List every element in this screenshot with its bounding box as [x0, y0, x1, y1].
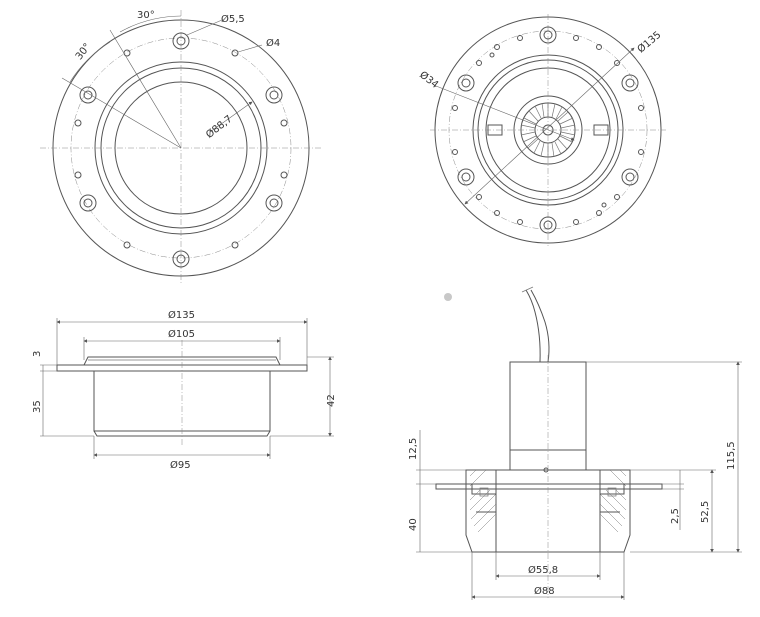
rim-dia-label: Ø105: [168, 328, 195, 340]
marker-dot: [444, 293, 452, 301]
side-view: Ø135 Ø105 Ø95 3 35 42: [32, 309, 337, 471]
total-height-label: 42: [326, 394, 337, 407]
dim-12-5-label: 12,5: [408, 438, 419, 460]
top-left-view: 30° 30° Ø5,5 Ø4 Ø88,7: [40, 10, 322, 285]
body-height-label: 35: [32, 400, 43, 413]
outer-dia-label: Ø88: [534, 585, 555, 597]
body-dia-label: Ø95: [170, 459, 191, 471]
small-holes: [74, 49, 288, 249]
inner-dia-label: Ø88,7: [204, 113, 235, 141]
shaft-dia-label: Ø34: [417, 69, 441, 91]
angle-top-label: 30°: [137, 10, 155, 21]
bore-dia-label: Ø55,8: [528, 564, 558, 576]
hole-small-dia-label: Ø4: [266, 37, 280, 49]
top-right-view: Ø135 Ø34: [417, 14, 666, 246]
mounting-holes: [79, 32, 283, 268]
hatch-right: [599, 469, 627, 533]
outer-dia-label: Ø135: [635, 29, 663, 56]
angle-left-label: 30°: [74, 42, 94, 63]
dim-52-5-label: 52,5: [700, 501, 711, 523]
flange-thickness-label: 3: [32, 351, 43, 357]
hole-large-dia-label: Ø5,5: [221, 13, 245, 25]
hatch-left: [469, 469, 497, 533]
dim-2-5-label: 2,5: [670, 508, 681, 524]
flange-dia-label: Ø135: [168, 309, 195, 321]
section-view: 12,5 40 2,5 52,5 115,5 Ø55,8 Ø88: [408, 286, 742, 600]
dim-40-label: 40: [408, 518, 419, 531]
dim-115-5-label: 115,5: [726, 441, 737, 470]
